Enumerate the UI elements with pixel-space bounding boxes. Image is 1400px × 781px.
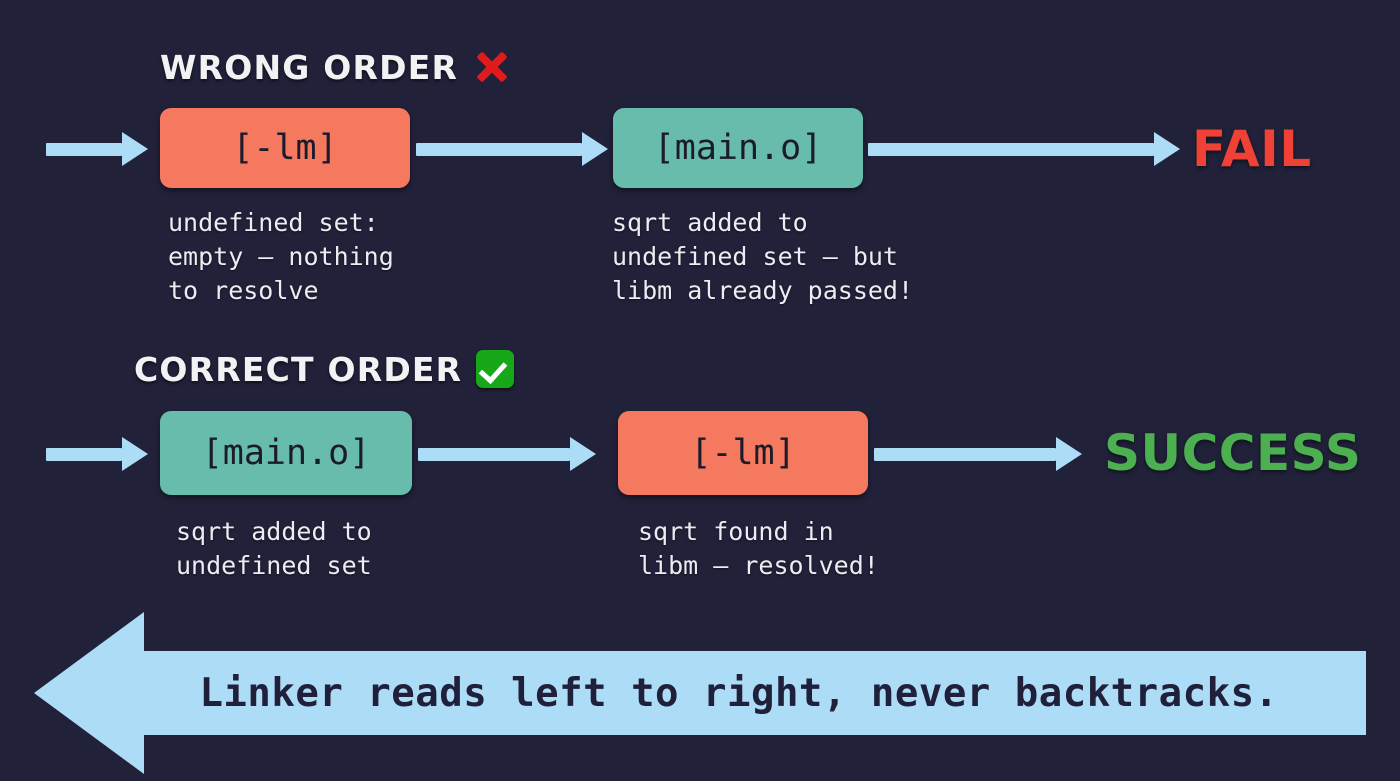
section-header-wrong-order: WRONG ORDER bbox=[160, 44, 512, 90]
bottom-banner-arrow: Linker reads left to right, never backtr… bbox=[34, 612, 1366, 774]
arrow-into-wrong-node-1 bbox=[46, 132, 148, 166]
arrow-head bbox=[570, 437, 596, 471]
arrow-head bbox=[1154, 132, 1180, 166]
arrow-correct-node-2-to-outcome bbox=[874, 437, 1082, 471]
caption-correct-order-2: sqrt found in libm — resolved! bbox=[638, 517, 879, 580]
arrow-shaft bbox=[868, 142, 1154, 156]
green-check-icon bbox=[476, 350, 515, 388]
node-label: [main.o] bbox=[653, 128, 823, 168]
node-wrong-order-1[interactable]: [-lm] bbox=[160, 108, 410, 188]
arrow-head bbox=[1056, 437, 1082, 471]
banner-text: Linker reads left to right, never backtr… bbox=[199, 670, 1279, 716]
arrow-wrong-node-2-to-outcome bbox=[868, 132, 1180, 166]
arrow-shaft bbox=[874, 447, 1056, 461]
arrow-shaft bbox=[418, 447, 570, 461]
arrow-into-correct-node-1 bbox=[46, 437, 148, 471]
red-x-icon bbox=[472, 47, 512, 87]
section-title-correct-order: CORRECT ORDER bbox=[134, 349, 463, 389]
caption-correct-order-1: sqrt added to undefined set bbox=[176, 517, 372, 580]
section-header-correct-order: CORRECT ORDER bbox=[134, 346, 515, 392]
arrow-head bbox=[122, 132, 148, 166]
node-label: [main.o] bbox=[201, 433, 371, 473]
arrow-head bbox=[122, 437, 148, 471]
arrow-wrong-node-1-to-2 bbox=[416, 132, 608, 166]
arrow-correct-node-1-to-2 bbox=[418, 437, 596, 471]
caption-wrong-order-1: undefined set: empty — nothing to resolv… bbox=[168, 208, 394, 305]
arrow-shaft bbox=[416, 142, 582, 156]
node-correct-order-2[interactable]: [-lm] bbox=[618, 411, 868, 495]
banner-arrow-head-icon bbox=[34, 612, 144, 774]
arrow-head bbox=[582, 132, 608, 166]
node-label: [-lm] bbox=[232, 128, 338, 168]
outcome-success: SUCCESS bbox=[1104, 424, 1362, 482]
node-correct-order-1[interactable]: [main.o] bbox=[160, 411, 412, 495]
banner-body: Linker reads left to right, never backtr… bbox=[142, 651, 1366, 735]
outcome-fail: FAIL bbox=[1192, 120, 1312, 178]
node-label: [-lm] bbox=[690, 433, 796, 473]
node-wrong-order-2[interactable]: [main.o] bbox=[613, 108, 863, 188]
arrow-shaft bbox=[46, 142, 122, 156]
section-title-wrong-order: WRONG ORDER bbox=[160, 47, 459, 87]
caption-wrong-order-2: sqrt added to undefined set — but libm a… bbox=[612, 208, 914, 305]
arrow-shaft bbox=[46, 447, 122, 461]
